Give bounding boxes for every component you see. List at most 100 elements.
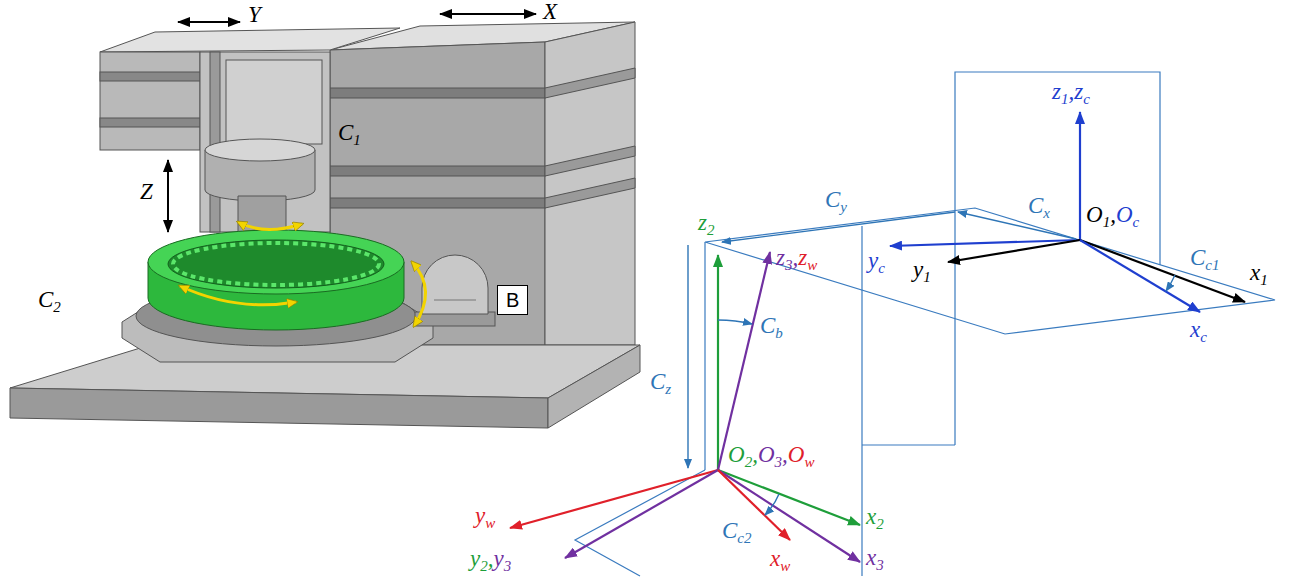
symbol-letter: x — [1190, 317, 1200, 342]
symbol-letter: y — [475, 503, 485, 528]
symbol-part: zw — [798, 245, 817, 270]
angle-label: Cc1 — [1190, 246, 1220, 269]
symbol-subscript: 3 — [504, 558, 512, 574]
coordinate-axes-part — [718, 470, 860, 562]
symbol-subscript: w — [807, 257, 817, 273]
symbol-letter: Z — [140, 179, 153, 204]
symbol-part: y1 — [913, 257, 931, 282]
axis-label: z2 — [698, 211, 714, 234]
motion-arrows-part — [238, 222, 302, 230]
rotation-label: C2 — [38, 288, 61, 311]
symbol-part: Cy — [825, 187, 847, 212]
motion-arrows-part — [180, 286, 296, 305]
machine-base-part — [10, 388, 548, 428]
symbol-part: Cb — [760, 313, 783, 338]
machine-column-part — [545, 146, 635, 176]
axis-label: yc — [868, 249, 885, 272]
symbol-subscript: 2 — [745, 454, 753, 470]
symbol-part: xw — [770, 546, 790, 571]
symbol-letter: C — [650, 369, 665, 394]
symbol-part: O2, — [728, 442, 758, 467]
y-axis-beam-part — [210, 52, 220, 232]
axis-label: xc — [1190, 318, 1207, 341]
offset-dimensions-part — [718, 320, 752, 324]
symbol-part: Ow — [788, 442, 815, 467]
symbol-subscript: b — [775, 325, 783, 341]
symbol-letter: x — [770, 546, 780, 571]
symbol-letter: O — [1086, 202, 1103, 227]
symbol-subscript: 3 — [876, 557, 884, 573]
symbol-subscript: w — [780, 558, 790, 574]
offset-label: Cx — [1028, 194, 1050, 217]
symbol-letter: X — [543, 0, 557, 24]
symbol-part: O1, — [1086, 202, 1116, 227]
motion-arrows-part — [440, 13, 536, 15]
symbol-subscript: 1 — [923, 269, 931, 285]
rotary-table-and-ring-gear — [122, 230, 433, 362]
axis-label: yw — [475, 504, 495, 527]
symbol-subscript: c2 — [737, 530, 751, 546]
axis-label: y1 — [913, 258, 931, 281]
symbol-letter: C — [38, 287, 53, 312]
symbol-part: x3 — [866, 545, 884, 570]
motion-arrows-part — [178, 21, 240, 23]
symbol-letter: z — [1052, 79, 1061, 104]
symbol-subscript: 1 — [353, 132, 361, 148]
machine-column-part — [330, 88, 545, 98]
origin-label: O1,Oc — [1086, 203, 1139, 226]
symbol-letter: O — [788, 442, 805, 467]
symbol-letter: z — [798, 245, 807, 270]
symbol-subscript: 1 — [1103, 214, 1111, 230]
symbol-part: yw — [475, 503, 495, 528]
coordinate-axes — [510, 112, 1245, 562]
symbol-letter: x — [866, 545, 876, 570]
symbol-subscript: c1 — [1205, 257, 1219, 273]
rotary-table-and-ring-gear-part — [168, 240, 384, 288]
symbol-part: Y — [248, 2, 261, 27]
coordinate-planes-part — [704, 242, 705, 470]
machine-column-part — [330, 198, 545, 208]
machine-column-part — [545, 22, 635, 345]
symbol-subscript: 2 — [53, 299, 61, 315]
machine-base-part — [548, 345, 640, 428]
symbol-part: z1, — [1052, 79, 1074, 104]
y-axis-beam-part — [100, 52, 200, 150]
angle-label: Cc2 — [722, 519, 752, 542]
origin-label: O2,O3,Ow — [728, 443, 814, 466]
symbol-letter: y — [493, 546, 503, 571]
symbol-part: Cz — [650, 369, 671, 394]
coordinate-planes-part — [862, 444, 955, 445]
symbol-subscript: c — [878, 260, 885, 276]
axis-label: x1 — [1250, 261, 1268, 284]
symbol-letter: C — [825, 187, 840, 212]
axis-label: x3 — [866, 546, 884, 569]
coordinate-axes-part — [1080, 240, 1245, 302]
machine-column-part — [330, 166, 545, 176]
y-axis-beam-part — [226, 60, 322, 144]
symbol-subscript: 3 — [775, 454, 783, 470]
coordinate-axes-part — [565, 470, 718, 558]
coordinate-planes-part — [861, 226, 862, 576]
symbol-letter: C — [338, 120, 353, 145]
symbol-subscript: y — [840, 199, 847, 215]
symbol-letter: x — [1250, 260, 1260, 285]
coordinate-axes-part — [718, 252, 770, 470]
axis-label: Y — [248, 3, 261, 26]
symbol-subscript: z — [665, 381, 671, 397]
symbol-letter: C — [722, 518, 737, 543]
angle-label: Cb — [760, 314, 783, 337]
rotary-table-and-ring-gear-part — [148, 230, 404, 294]
axis-label: z3,zw — [776, 246, 817, 269]
b-axis-plate-part — [434, 300, 476, 301]
symbol-subscript: 2 — [480, 558, 488, 574]
symbol-part: C1 — [338, 120, 361, 145]
axis-label: x2 — [866, 505, 884, 528]
symbol-part: Z — [140, 179, 153, 204]
coordinate-axes-part — [948, 240, 1080, 262]
symbol-letter: Y — [248, 2, 261, 27]
symbol-part: xc — [1190, 317, 1207, 342]
symbol-letter: C — [1028, 193, 1043, 218]
symbol-letter: y — [913, 257, 923, 282]
axis-label: xw — [770, 547, 790, 570]
